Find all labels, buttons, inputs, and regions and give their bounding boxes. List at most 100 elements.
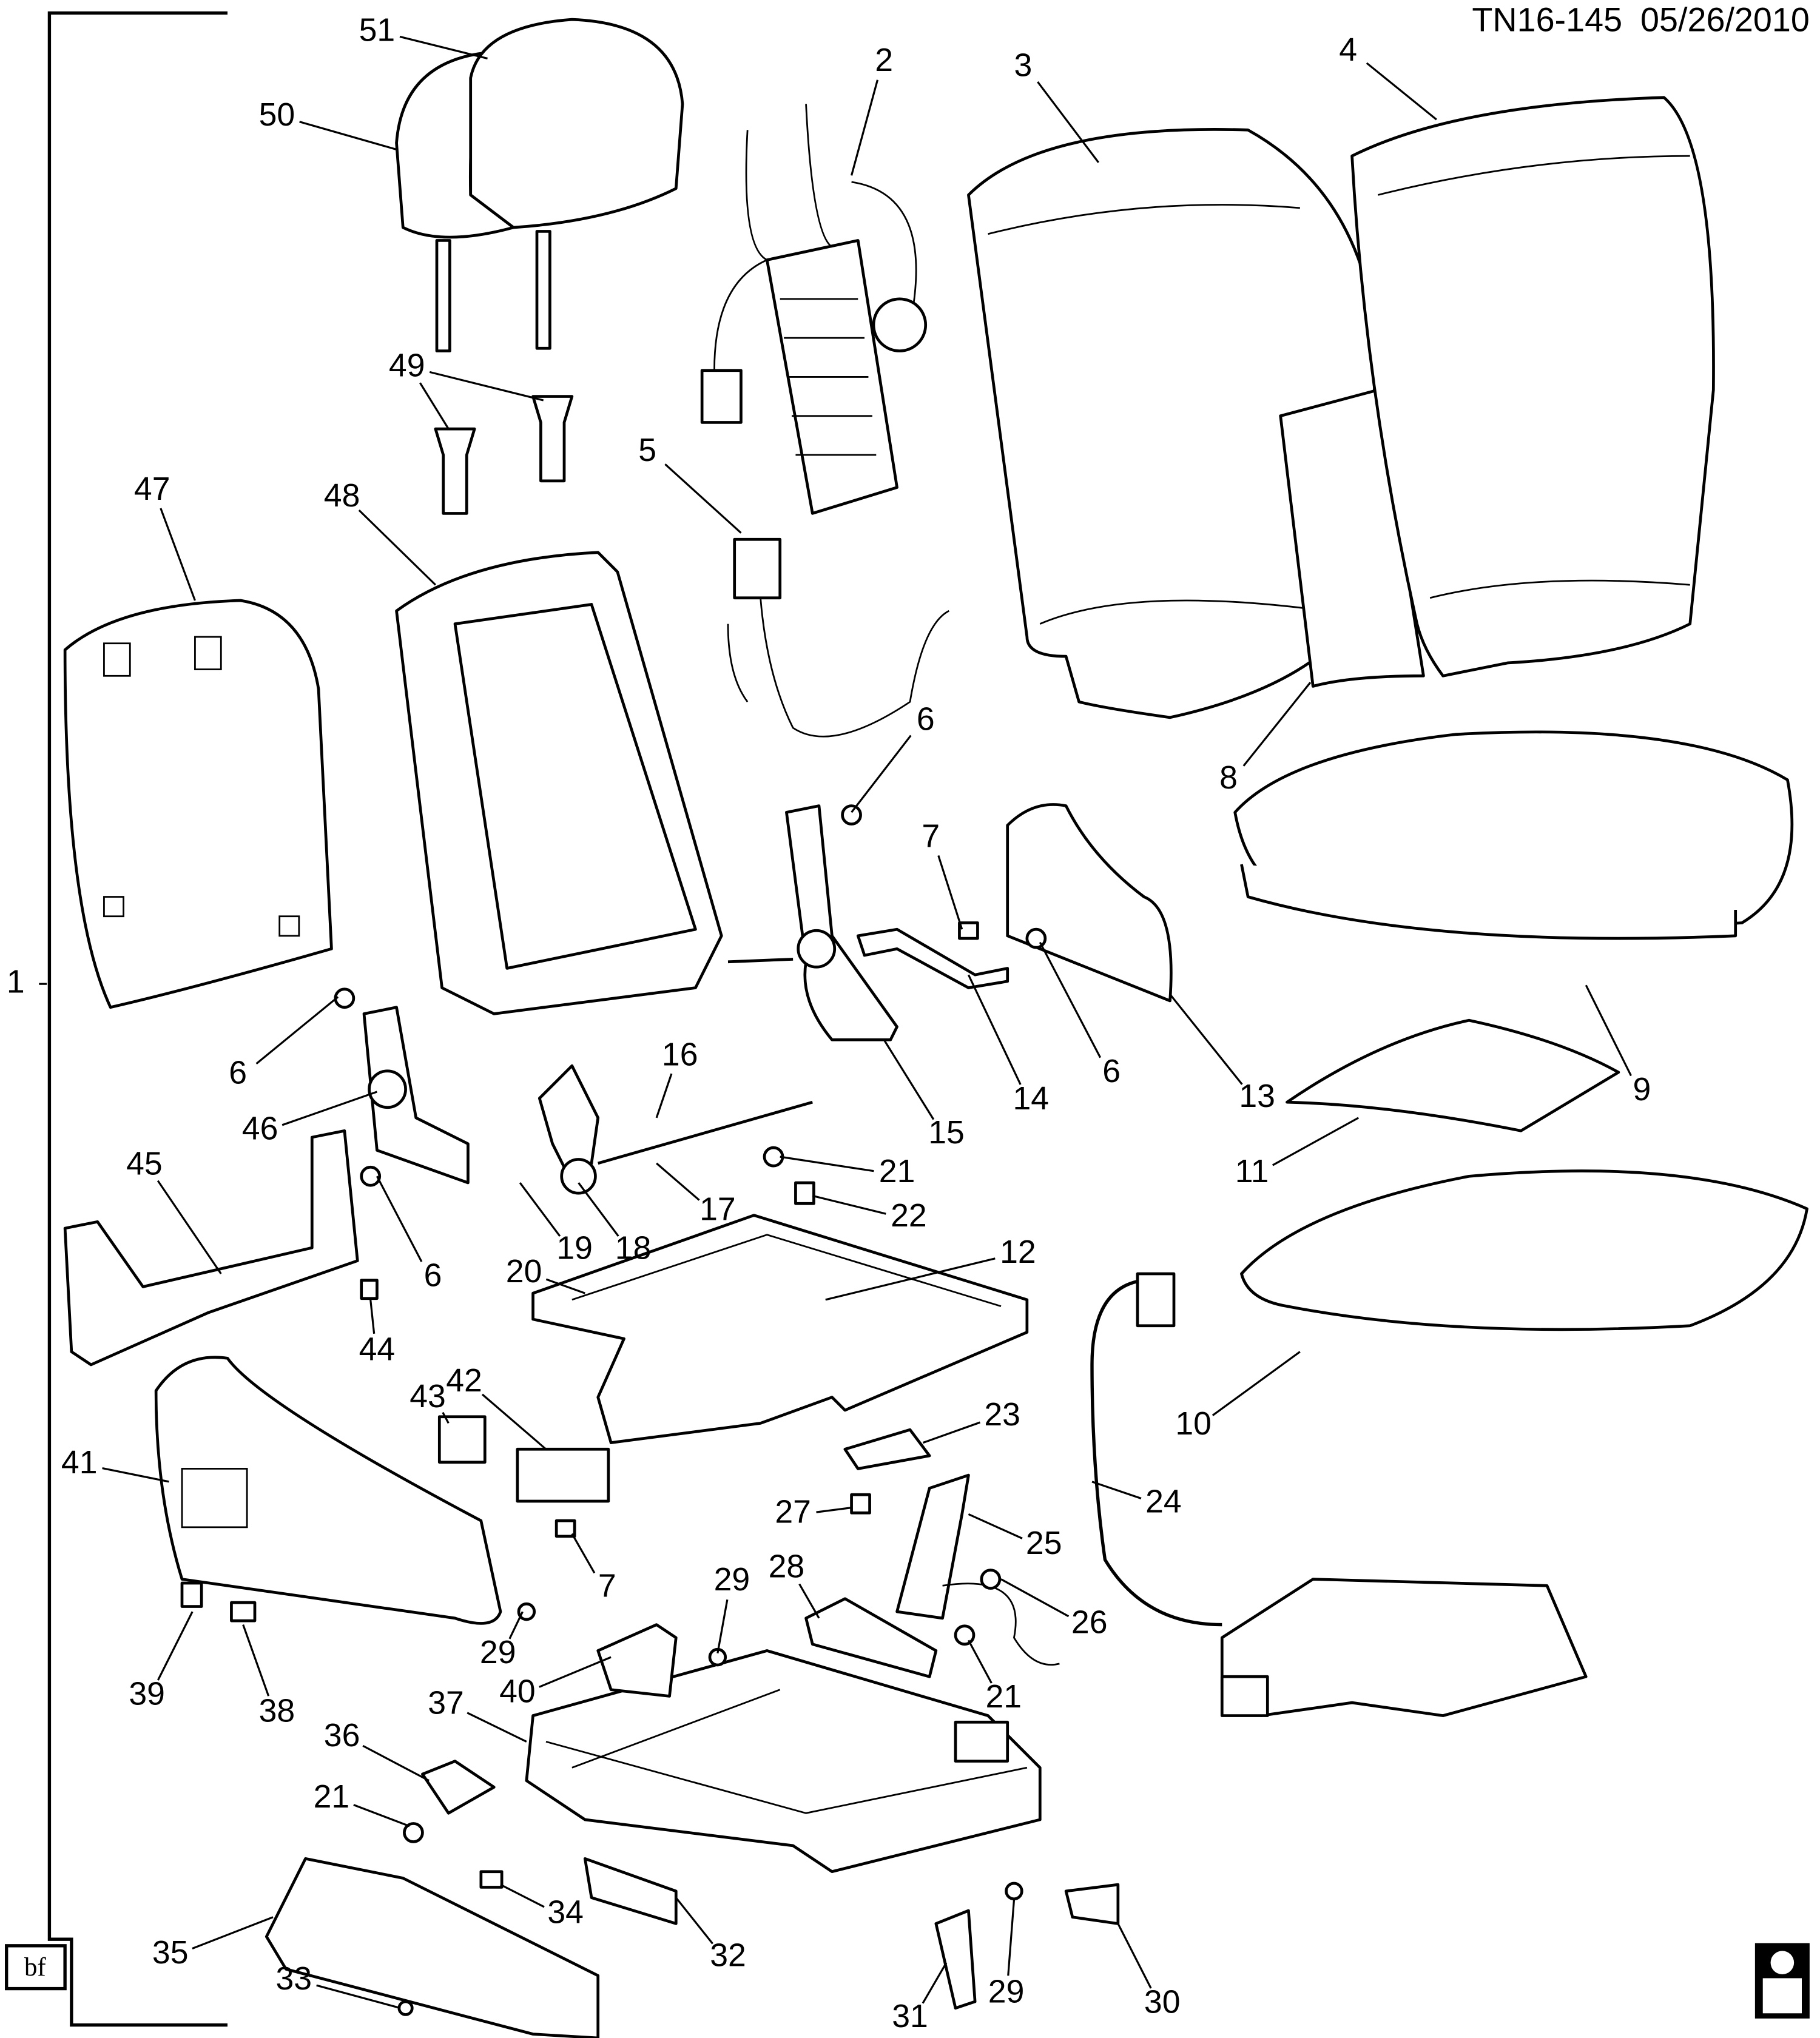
callout-leader-line <box>358 509 436 586</box>
callout-6: 6 <box>917 701 935 737</box>
assembly-bracket <box>47 11 228 2027</box>
callout-leader-line <box>539 1656 612 1688</box>
part-recliner-cover <box>1006 803 1173 1003</box>
callout-12: 12 <box>1000 1234 1036 1270</box>
callout-leader-line <box>1272 1117 1360 1166</box>
callout-20: 20 <box>506 1254 542 1290</box>
callout-38: 38 <box>259 1693 295 1729</box>
part-seat-cushion-pad <box>1240 1169 1808 1331</box>
callout-leader-line <box>255 996 339 1064</box>
callout-leader-line <box>716 1599 729 1654</box>
callout-48: 48 <box>324 478 360 514</box>
callout-leader-line <box>500 1883 545 1908</box>
callout-leader-line <box>967 974 1022 1085</box>
callout-leader-line <box>655 1073 673 1118</box>
part-motor <box>538 1064 600 1195</box>
part-clip-30 <box>1064 1883 1120 1925</box>
callout-13: 13 <box>1239 1078 1275 1114</box>
callout-3: 3 <box>1014 48 1033 84</box>
callout-leader-line <box>419 382 450 429</box>
callout-17: 17 <box>699 1191 736 1227</box>
callout-4: 4 <box>1339 32 1357 68</box>
callout-leader-line <box>675 1897 713 1945</box>
part-bracket-36 <box>421 1760 496 1815</box>
callout-27: 27 <box>775 1495 811 1530</box>
callout-6: 6 <box>229 1055 247 1091</box>
part-seat-back-frame <box>395 551 723 1015</box>
callout-45: 45 <box>126 1146 163 1182</box>
callout-40: 40 <box>499 1673 536 1709</box>
callout-30: 30 <box>1144 1984 1181 2020</box>
part-recliner-left <box>362 1006 470 1185</box>
callout-35: 35 <box>152 1935 189 1971</box>
part-seat-frame <box>531 1214 1029 1444</box>
callout-leader-line <box>1212 1351 1301 1416</box>
callout-leader-line <box>1117 1923 1152 1989</box>
part-seat-back-panel <box>63 599 333 1009</box>
callout-leader-line <box>316 1984 401 2009</box>
callout-leader-line <box>157 1611 194 1681</box>
callout-leader-line <box>353 1804 410 1828</box>
part-headrest <box>395 18 684 352</box>
callout-10: 10 <box>1175 1406 1212 1442</box>
part-outer-rail-cover <box>265 1857 600 2038</box>
callout-26: 26 <box>1071 1605 1108 1641</box>
callout-leader-line <box>812 1194 886 1215</box>
callout-leader-line <box>1091 1481 1142 1499</box>
callout-14: 14 <box>1013 1081 1049 1117</box>
callout-leader-line <box>508 1611 524 1639</box>
callout-6: 6 <box>424 1258 442 1294</box>
callout-5: 5 <box>638 432 656 468</box>
callout-leader-line <box>160 508 196 601</box>
callout-15: 15 <box>928 1115 965 1151</box>
callout-31: 31 <box>892 1999 928 2034</box>
callout-leader-line <box>1585 984 1632 1077</box>
callout-19: 19 <box>556 1231 593 1266</box>
callout-leader-line <box>1169 994 1243 1085</box>
callout-2: 2 <box>875 42 893 78</box>
callout-leader-line <box>780 1155 874 1172</box>
callout-leader-line <box>1007 1900 1016 1976</box>
callout-leader-line <box>798 1583 820 1619</box>
callout-leader-line <box>922 1962 948 2004</box>
part-seat-heater-pad <box>1286 1018 1620 1132</box>
part-bracket-40 <box>596 1623 678 1698</box>
callout-21: 21 <box>879 1154 915 1189</box>
part-rail-bracket <box>583 1857 678 1925</box>
callout-leader-line <box>242 1624 270 1697</box>
callout-leader-line <box>376 1175 423 1262</box>
callout-44: 44 <box>359 1332 396 1368</box>
callout-leader-line <box>664 463 742 534</box>
callout-39: 39 <box>129 1676 165 1712</box>
callout-22: 22 <box>891 1198 927 1234</box>
callout-leader-line <box>429 371 544 402</box>
part-cover-31 <box>934 1909 977 2010</box>
callout-7: 7 <box>922 818 940 854</box>
part-wiring-harness <box>727 537 949 738</box>
callout-29: 29 <box>988 1974 1025 2009</box>
callout-leader-line <box>883 1039 935 1120</box>
gm-spo-logo <box>1754 1943 1810 2019</box>
callout-leader-line <box>851 79 879 176</box>
part-buckle-cable <box>942 1582 1060 1666</box>
part-lumbar-switch <box>437 1415 487 1464</box>
callout-43: 43 <box>410 1379 446 1414</box>
callout-51: 51 <box>359 13 396 49</box>
callout-leader-line <box>1000 1578 1070 1618</box>
part-headrest-guides <box>434 395 574 515</box>
part-seat-back-cover-2 <box>1350 96 1715 678</box>
callout-leader-line <box>1039 941 1102 1058</box>
callout-leader-line <box>399 35 488 59</box>
part-seat-harness-module <box>1090 1272 1588 1717</box>
callout-leader-line <box>968 1513 1023 1539</box>
callout-1: 1 <box>7 964 25 1000</box>
callout-leader-line <box>1366 62 1437 121</box>
callout-11: 11 <box>1235 1154 1269 1189</box>
callout-6: 6 <box>1102 1054 1121 1089</box>
callout-leader-line <box>851 735 912 813</box>
callout-29: 29 <box>480 1635 516 1670</box>
part-recliner-rod <box>727 958 794 964</box>
